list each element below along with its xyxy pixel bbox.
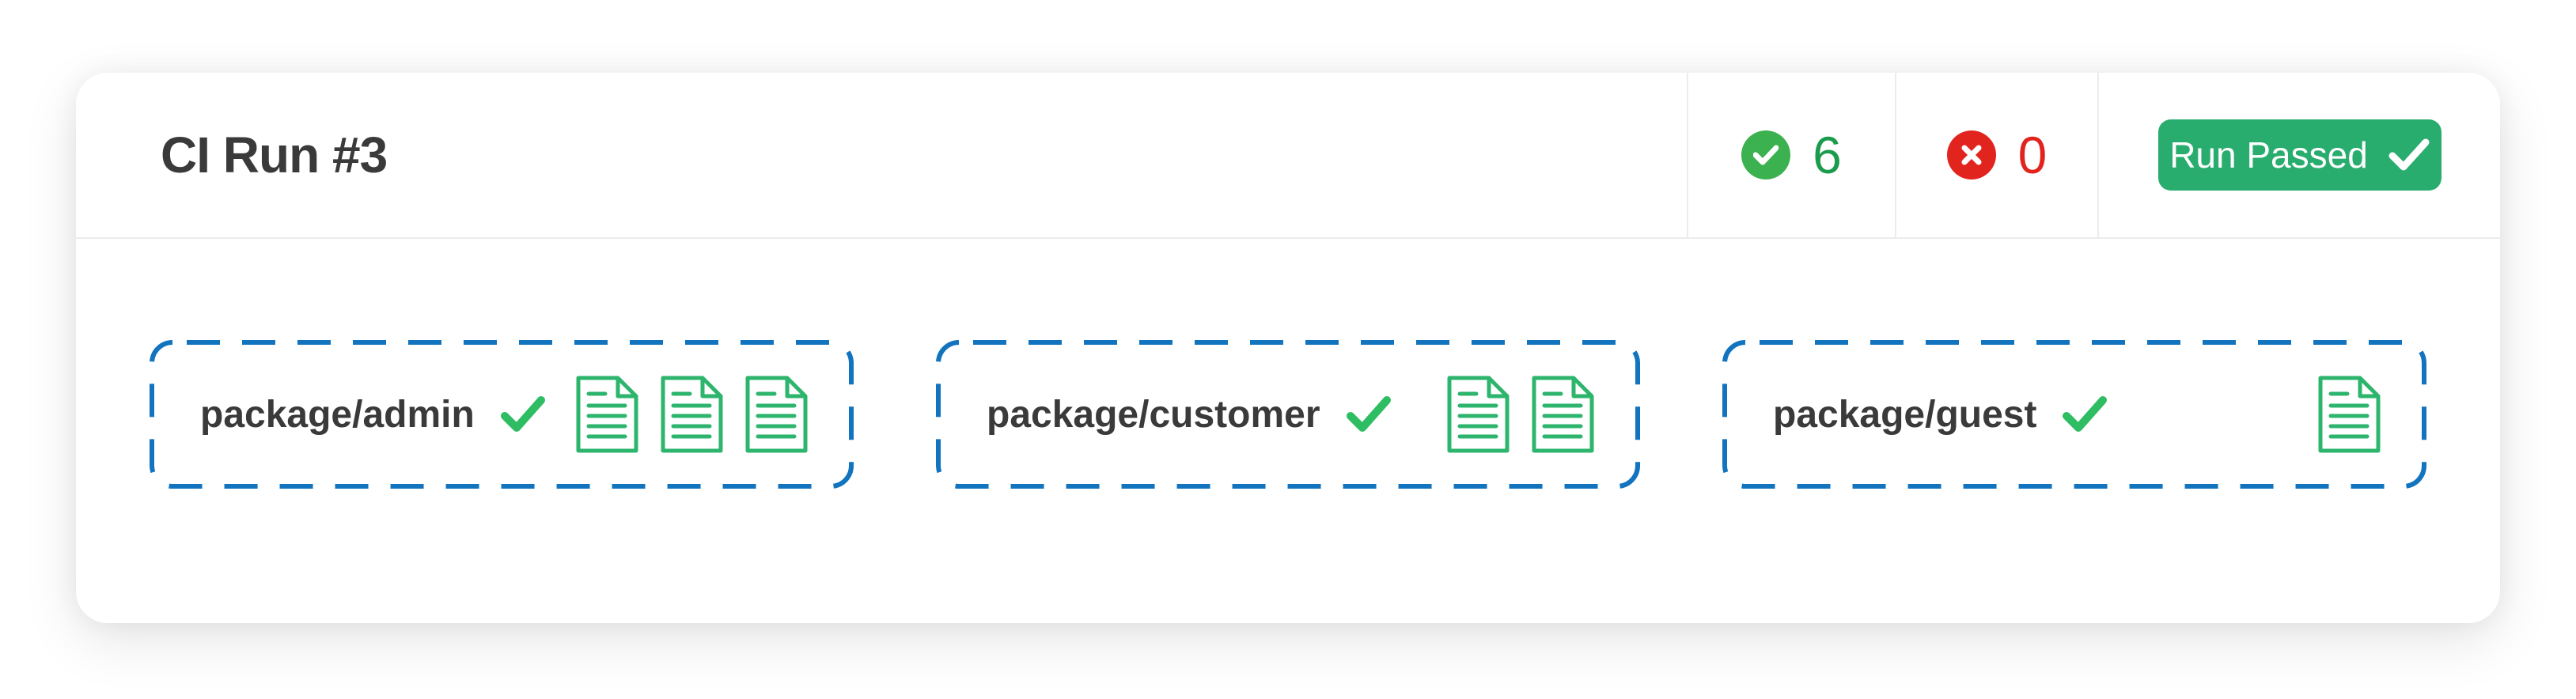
check-icon [500,396,545,432]
ci-run-card: CI Run #3 6 0 Run Passed [76,73,2500,623]
document-icon[interactable] [2317,376,2381,453]
document-icon[interactable] [660,376,723,453]
package-name: package/customer [987,393,1320,436]
page-title: CI Run #3 [161,127,388,183]
package-box[interactable]: package/guest [1722,340,2426,489]
title-cell: CI Run #3 [76,73,1687,237]
packages-row: package/admin [76,239,2500,622]
check-circle-icon [1741,130,1791,179]
x-circle-icon [1946,130,1996,179]
passed-stat: 6 [1687,73,1895,237]
report-docs [575,376,808,453]
passed-count: 6 [1813,126,1842,184]
failed-count: 0 [2017,126,2048,184]
package-box[interactable]: package/admin [150,340,854,489]
dashed-border [1722,340,2426,489]
document-icon[interactable] [744,376,808,453]
document-icon[interactable] [1446,376,1510,453]
run-passed-label: Run Passed [2169,134,2368,176]
failed-stat: 0 [1895,73,2097,237]
package-name: package/admin [200,393,475,436]
check-icon [2388,138,2430,171]
report-docs [2317,376,2381,453]
dashed-border [936,340,1640,489]
report-docs [1446,376,1594,453]
check-icon [2063,396,2108,432]
package-name: package/guest [1773,393,2037,436]
document-icon[interactable] [575,376,638,453]
document-icon[interactable] [1531,376,1594,453]
run-passed-button[interactable]: Run Passed [2157,119,2442,191]
status-button-cell: Run Passed [2097,73,2500,237]
check-icon [1346,396,1391,432]
dashed-border [150,340,854,489]
package-box[interactable]: package/customer [936,340,1640,489]
ci-run-header: CI Run #3 6 0 Run Passed [76,73,2500,239]
